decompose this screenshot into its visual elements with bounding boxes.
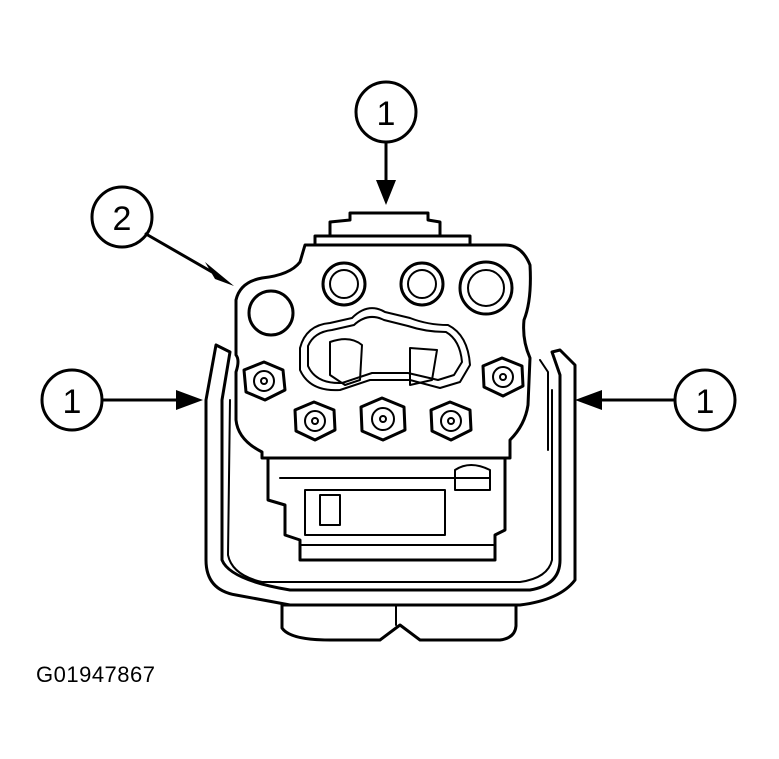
arrow-left xyxy=(575,390,602,410)
callout-left: 1 xyxy=(40,368,203,432)
callout-right: 1 xyxy=(575,368,737,432)
callout-right-label: 1 xyxy=(696,383,715,421)
fitting-5 xyxy=(481,356,525,398)
callout-unit: 2 xyxy=(90,185,234,286)
fitting-2 xyxy=(293,400,337,442)
fitting-3 xyxy=(359,396,407,442)
figure-id-label: G01947867 xyxy=(36,662,156,687)
pump-motor-housing xyxy=(266,453,507,562)
arrow-diagonal xyxy=(205,262,234,286)
arrow-right xyxy=(176,390,203,410)
callout-top-label: 1 xyxy=(377,95,396,133)
fitting-4 xyxy=(429,400,473,442)
callout-unit-label: 2 xyxy=(113,200,132,238)
mounting-bracket xyxy=(204,343,577,642)
hydraulic-control-unit xyxy=(234,211,532,460)
fitting-1 xyxy=(242,360,287,402)
callout-top: 1 xyxy=(354,80,418,205)
arrow-down xyxy=(376,180,396,205)
callout-left-label: 1 xyxy=(63,383,82,421)
